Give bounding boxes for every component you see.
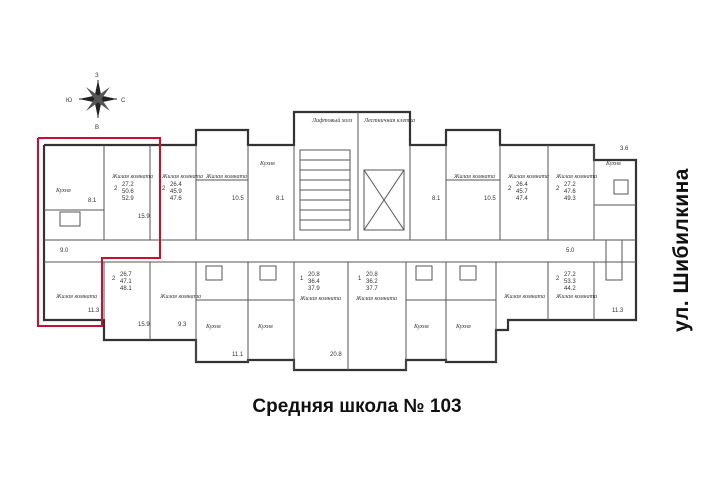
living-room-label: Жилая комната	[503, 294, 545, 300]
apartment-spec: 1 20.8 36.2 37.7	[358, 272, 378, 292]
svg-text:20.8: 20.8	[308, 272, 320, 278]
svg-text:47.1: 47.1	[120, 279, 132, 285]
kitchen-label: Кухня	[455, 324, 471, 330]
svg-text:2: 2	[556, 276, 560, 282]
svg-text:8.1: 8.1	[276, 196, 285, 202]
living-room-label: Жилая комната	[55, 294, 97, 300]
svg-text:48.1: 48.1	[120, 286, 132, 292]
kitchen-label: Кухня	[259, 161, 275, 167]
apartment-spec: 2 27.2 47.6 49.3	[556, 182, 576, 202]
svg-text:27.2: 27.2	[122, 182, 134, 188]
apartment-spec: 1 20.8 36.4 37.9	[300, 272, 320, 292]
svg-text:26.7: 26.7	[120, 272, 132, 278]
street-label: ул. Шибилкина	[670, 168, 693, 332]
room-areas: 8.1 15.9 9.0 10.5 8.1 11.3 15.9 9.3 10.5…	[60, 146, 629, 358]
kitchen-label: Кухня	[413, 324, 429, 330]
svg-text:45.9: 45.9	[170, 189, 182, 195]
svg-text:11.3: 11.3	[88, 308, 100, 314]
svg-text:1: 1	[300, 276, 304, 282]
apartment-spec: 2 27.2 50.6 52.9	[114, 182, 134, 202]
svg-text:27.2: 27.2	[564, 272, 576, 278]
svg-text:5.0: 5.0	[566, 248, 575, 254]
svg-text:37.9: 37.9	[308, 286, 320, 292]
living-room-label: Жилая комната	[453, 174, 495, 180]
svg-text:2: 2	[162, 186, 166, 192]
apartment-spec: 2 26.4 45.7 47.4	[508, 182, 528, 202]
svg-text:9.0: 9.0	[60, 248, 69, 254]
kitchen-label: Кухня	[55, 188, 71, 194]
building-outline	[42, 110, 638, 372]
svg-text:2: 2	[556, 186, 560, 192]
svg-text:2: 2	[114, 186, 118, 192]
room-labels: Кухня Жилая комната Жилая комната Жилая …	[55, 117, 621, 330]
school-label: Средняя школа № 103	[252, 396, 462, 417]
living-room-label: Жилая комната	[205, 174, 247, 180]
living-room-label: Жилая комната	[159, 294, 201, 300]
svg-text:47.6: 47.6	[170, 196, 182, 202]
svg-text:10.5: 10.5	[232, 196, 244, 202]
living-room-label: Жилая комната	[111, 174, 153, 180]
svg-text:3.6: 3.6	[620, 146, 629, 152]
svg-text:1: 1	[358, 276, 362, 282]
apartment-spec: 2 26.4 45.9 47.6	[162, 182, 182, 202]
stair-cell-label: Лестничная клетка	[363, 118, 415, 124]
svg-text:10.5: 10.5	[484, 196, 496, 202]
compass-n: З	[95, 73, 99, 79]
svg-text:9.3: 9.3	[178, 322, 187, 328]
svg-text:20.8: 20.8	[366, 272, 378, 278]
svg-text:50.6: 50.6	[122, 189, 134, 195]
kitchen-label: Кухня	[257, 324, 273, 330]
svg-text:26.4: 26.4	[516, 182, 528, 188]
svg-text:49.3: 49.3	[564, 196, 576, 202]
svg-text:44.2: 44.2	[564, 286, 576, 292]
svg-text:37.7: 37.7	[366, 286, 378, 292]
living-room-label: Жилая комната	[355, 296, 397, 302]
kitchen-label: Кухня	[205, 324, 221, 330]
svg-text:52.9: 52.9	[122, 196, 134, 202]
svg-text:11.1: 11.1	[232, 352, 244, 358]
compass-rose-icon: З Ю С В	[66, 73, 126, 131]
svg-text:15.9: 15.9	[138, 322, 150, 328]
svg-text:47.6: 47.6	[564, 189, 576, 195]
svg-text:15.9: 15.9	[138, 214, 150, 220]
svg-text:26.4: 26.4	[170, 182, 182, 188]
svg-text:2: 2	[112, 276, 116, 282]
svg-text:47.4: 47.4	[516, 196, 528, 202]
living-room-label: Жилая комната	[161, 174, 203, 180]
compass-s: В	[95, 125, 99, 131]
living-room-label: Жилая комната	[299, 296, 341, 302]
living-room-label: Жилая комната	[507, 174, 549, 180]
svg-text:45.7: 45.7	[516, 189, 528, 195]
svg-text:36.4: 36.4	[308, 279, 320, 285]
svg-text:53.3: 53.3	[564, 279, 576, 285]
kitchen-label: Кухня	[605, 161, 621, 167]
svg-text:8.1: 8.1	[88, 198, 97, 204]
apartment-spec: 2 26.7 47.1 48.1	[112, 272, 132, 292]
living-room-label: Жилая комната	[555, 294, 597, 300]
living-room-label: Жилая комната	[555, 174, 597, 180]
compass-w: Ю	[66, 98, 72, 104]
svg-text:36.2: 36.2	[366, 279, 378, 285]
svg-text:8.1: 8.1	[432, 196, 441, 202]
svg-text:2: 2	[508, 186, 512, 192]
apartment-spec: 2 27.2 53.3 44.2	[556, 272, 576, 292]
svg-text:11.3: 11.3	[612, 308, 624, 314]
compass-e: С	[121, 98, 126, 104]
apartment-specs: 2 27.2 50.6 52.9 2 26.4 45.9 47.6 2 26.7…	[112, 182, 576, 292]
highlighted-apartment-outline	[37, 137, 161, 327]
svg-text:27.2: 27.2	[564, 182, 576, 188]
svg-text:20.8: 20.8	[330, 352, 342, 358]
elevator-hall-label: Лифтовый холл	[311, 117, 353, 124]
